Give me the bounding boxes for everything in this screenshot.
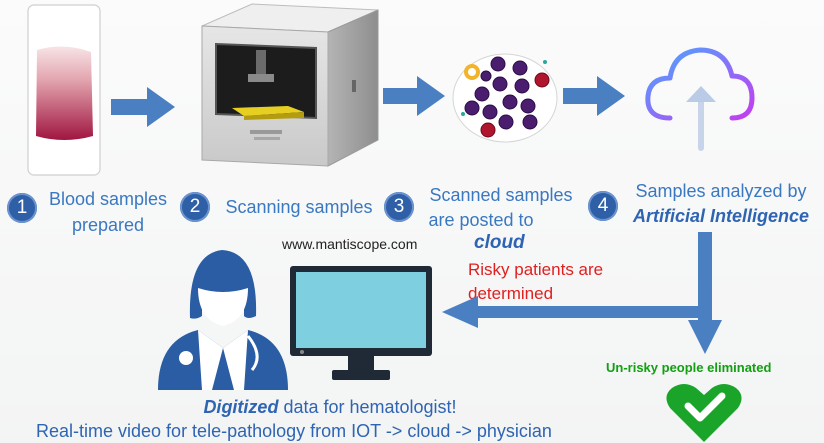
flow-arrow-2 xyxy=(383,76,445,116)
blood-slide-icon xyxy=(27,4,101,176)
step-label-line: Scanning samples xyxy=(225,197,373,217)
caption-emphasis: Digitized xyxy=(203,397,279,417)
caption-rest: data for hematologist! xyxy=(278,397,457,417)
risky-line: Risky patients are xyxy=(468,260,604,279)
scanner-device-icon xyxy=(201,3,379,167)
step-label-line: Scanned samples xyxy=(429,185,573,205)
cloud-label: cloud xyxy=(474,232,525,253)
bottom-caption: Digitized data for hematologist! xyxy=(0,396,660,418)
flow-arrow-3 xyxy=(563,76,625,116)
risky-label: Risky patients are determined xyxy=(468,258,603,306)
caption-line-1: Digitized data for hematologist! xyxy=(0,396,660,418)
step-label-line: Blood samples xyxy=(48,189,168,209)
monitor-icon xyxy=(290,266,432,380)
doctor-icon xyxy=(158,250,288,390)
step-label: Blood samples prepared xyxy=(38,188,178,236)
cloud-upload-icon xyxy=(645,47,755,151)
step-label-line: Artificial Intelligence xyxy=(632,206,810,226)
blood-cells-icon xyxy=(452,53,558,143)
caption-line-2: Real-time video for tele-pathology from … xyxy=(36,421,552,441)
step-number: 1 xyxy=(7,193,37,223)
check-heart-icon xyxy=(666,384,742,442)
step-label: Scanning samples xyxy=(218,196,380,218)
step-label: Scanned samples are posted to xyxy=(416,184,586,231)
step-label-line: Samples analyzed by xyxy=(635,181,807,201)
step-number: 4 xyxy=(588,191,618,221)
step-number: 3 xyxy=(384,192,414,222)
step-label-line: are posted to xyxy=(428,210,534,230)
flow-arrow-1 xyxy=(111,87,175,127)
step-label-line: prepared xyxy=(71,215,145,235)
step-number: 2 xyxy=(180,192,210,222)
risky-line: determined xyxy=(468,284,554,303)
unrisky-label: Un-risky people eliminated xyxy=(606,360,772,375)
website-url: www.mantiscope.com xyxy=(282,236,418,252)
return-flow-arrow xyxy=(442,232,722,354)
step-label: Samples analyzed by Artificial Intellige… xyxy=(618,180,824,227)
